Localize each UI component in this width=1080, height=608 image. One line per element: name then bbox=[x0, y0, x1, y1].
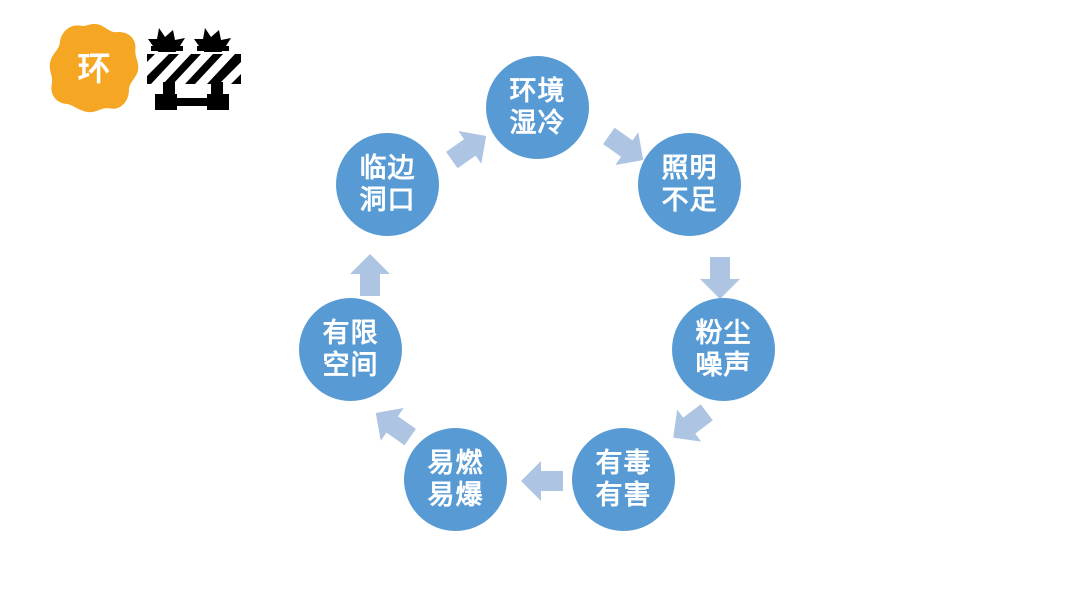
cycle-node-label-line: 粉尘 bbox=[695, 317, 752, 348]
cycle-node-label-line: 不足 bbox=[661, 184, 718, 215]
cycle-node-toxic-harmful[interactable]: 有毒 有害 bbox=[572, 428, 675, 531]
cycle-node-label-line: 临边 bbox=[359, 152, 416, 183]
cycle-node-label-line: 洞口 bbox=[359, 184, 416, 215]
road-barrier-icon bbox=[145, 24, 245, 112]
cycle-node-label-line: 噪声 bbox=[695, 349, 752, 380]
cycle-arrow-4 bbox=[519, 458, 565, 504]
cycle-node-label-line: 易燃 bbox=[427, 447, 484, 478]
cycle-node-environment-damp-cold[interactable]: 环境 湿冷 bbox=[486, 56, 589, 159]
cycle-arrow-3 bbox=[658, 393, 722, 457]
cycle-node-label-line: 有限 bbox=[322, 317, 379, 348]
cycle-arrow-6 bbox=[347, 252, 393, 298]
cycle-node-label-line: 湿冷 bbox=[509, 107, 566, 138]
cycle-node-confined-space[interactable]: 有限 空间 bbox=[299, 298, 402, 401]
badge-character: 环 bbox=[77, 49, 111, 87]
cycle-node-edge-openings[interactable]: 临边 洞口 bbox=[336, 133, 439, 236]
cycle-node-label-line: 照明 bbox=[661, 152, 718, 183]
cycle-node-label-line: 易爆 bbox=[427, 479, 484, 510]
cycle-node-insufficient-lighting[interactable]: 照明 不足 bbox=[638, 133, 741, 236]
cycle-arrow-2 bbox=[697, 255, 743, 301]
cycle-node-label-line: 有毒 bbox=[595, 447, 652, 478]
cycle-node-dust-noise[interactable]: 粉尘 噪声 bbox=[672, 298, 775, 401]
cycle-arrow-5 bbox=[361, 393, 425, 457]
header-logo-group: 环 bbox=[40, 10, 280, 120]
cycle-node-label-line: 有害 bbox=[595, 479, 652, 510]
cycle-node-label-line: 环境 bbox=[509, 75, 566, 106]
cycle-arrow-7 bbox=[437, 116, 501, 180]
cycle-diagram: 环境 湿冷 照明 不足 粉尘 噪声 有毒 有害 易燃 易爆 有限 空间 临边 洞… bbox=[280, 40, 840, 570]
cycle-node-label-line: 空间 bbox=[322, 349, 379, 380]
blob-badge-shape bbox=[48, 22, 140, 114]
cycle-node-flammable-explosive[interactable]: 易燃 易爆 bbox=[404, 428, 507, 531]
cycle-arrow-1 bbox=[594, 116, 658, 180]
